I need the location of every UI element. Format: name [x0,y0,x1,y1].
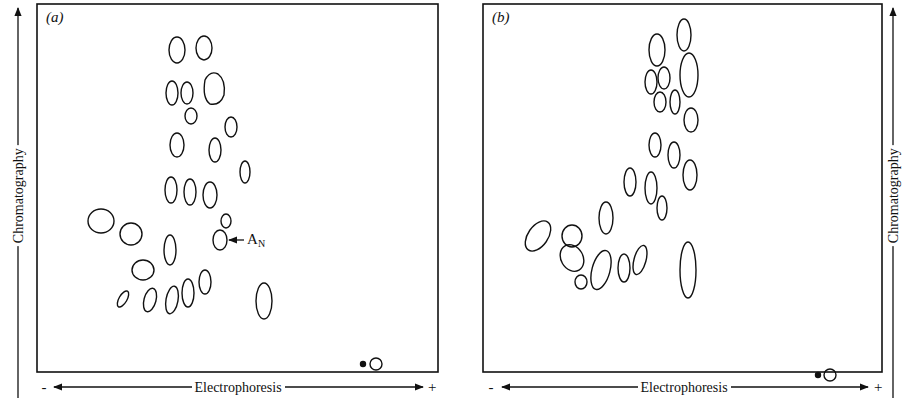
axis-label: Electrophoresis [192,380,285,395]
axis-sign: + [874,379,882,396]
axis-sign: - [489,379,494,396]
panel-frame [483,4,882,372]
panel-frame [37,4,438,372]
axis-label: Electrophoresis [638,380,731,395]
spots-b [520,19,836,381]
spot-label-subscript: N [258,238,265,249]
axis-label: Chromatography [10,145,25,246]
panel-label: (b) [492,9,510,26]
axis-sign: - [42,379,47,396]
axis-label: Chromatography [885,145,900,246]
spot-label: A [247,231,258,248]
spots-a [88,36,382,370]
pointer-arrow [229,239,244,240]
panel-label: (a) [46,9,64,26]
axis-sign: + [428,379,436,396]
